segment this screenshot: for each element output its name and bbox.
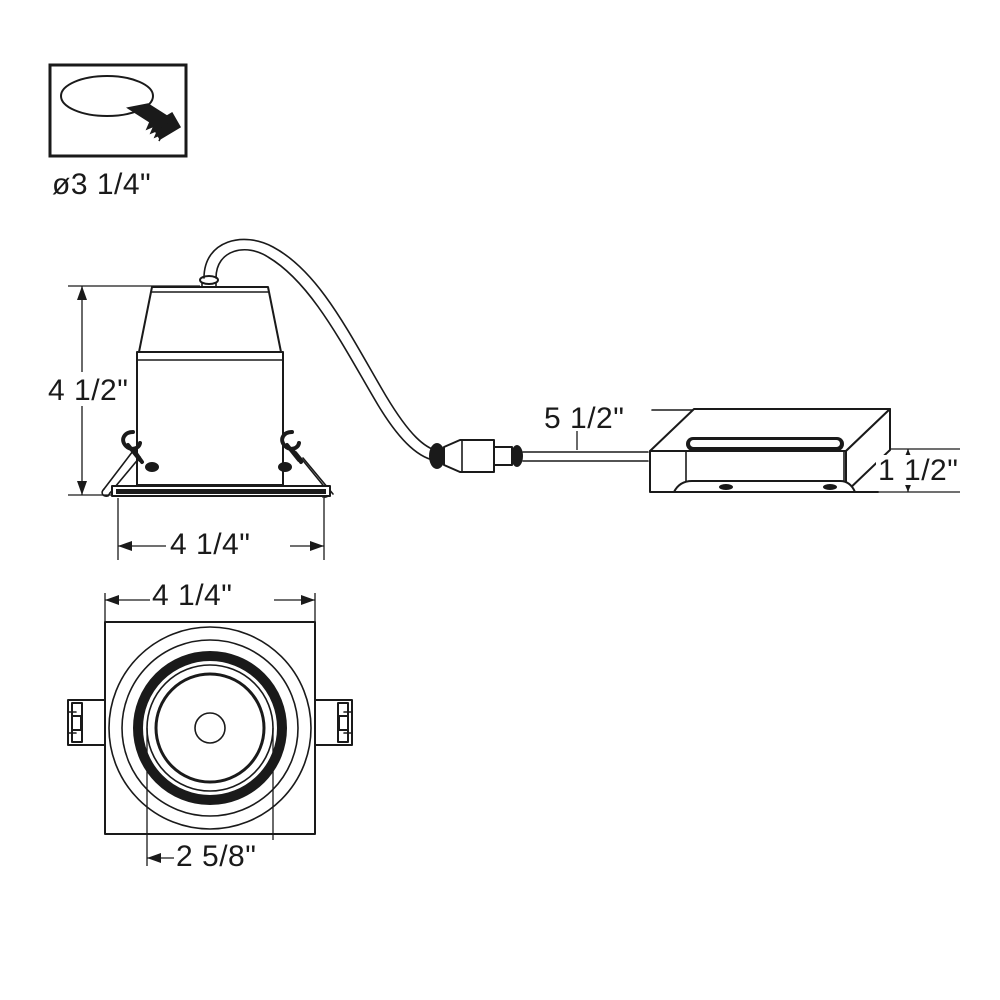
plan-view-group: 4 1/4" — [67, 579, 353, 873]
spring-clip-left-tip — [101, 488, 111, 497]
spring-clip-right-loop — [280, 430, 301, 451]
fixture-elevation-group: 4 1/2" — [46, 275, 334, 561]
plan-ring-outer-1 — [108, 626, 312, 830]
plan-tab-right-center — [338, 715, 349, 731]
aperture-diameter-label: ø3 1/4" — [52, 168, 151, 201]
quick-connector-end-bead — [511, 445, 523, 467]
plan-dim-arrow-left — [105, 595, 119, 605]
plan-width-label-backdrop — [150, 580, 274, 612]
cable-inner-edge — [215, 249, 439, 462]
driver-box-height-label: 1 1/2" — [878, 454, 958, 487]
driver-box-mount-hole-right — [823, 484, 837, 490]
spring-clip-right — [280, 430, 334, 498]
driver-box-group: 5 1/2" — [544, 402, 996, 493]
spring-clip-left — [101, 430, 144, 497]
dim-arrow-height-down — [77, 481, 87, 495]
driver-box-right-face — [845, 408, 891, 493]
dim-arrow-width-right — [310, 541, 324, 551]
trim-flange-shadow — [116, 489, 326, 494]
key-tip-groove-1 — [156, 119, 176, 132]
plan-dim-arrow-aperture-left — [147, 853, 161, 863]
dim-arrow-height-up — [77, 286, 87, 300]
quick-connector-body — [443, 439, 495, 473]
plan-ring-inner-2 — [154, 672, 266, 784]
cable-outer-edge — [203, 238, 439, 452]
width-label-backdrop — [166, 528, 290, 560]
housing-rivet-left — [145, 462, 159, 472]
housing-cone — [138, 286, 282, 353]
aperture-callout-group: ø3 1/4" — [48, 63, 188, 201]
housing-body — [136, 351, 284, 486]
spring-clip-left-loop — [121, 430, 142, 451]
key-bow-ellipse — [60, 75, 154, 117]
spring-clip-left-bend2 — [133, 450, 144, 464]
spring-clip-right-arm-outer — [295, 451, 328, 491]
driver-height-label-backdrop — [876, 455, 996, 485]
plan-ring-heavy — [133, 651, 287, 805]
housing-rivet-right — [278, 462, 292, 472]
plan-aperture-width-label: 2 5/8" — [176, 840, 256, 873]
quick-connector-collar — [493, 446, 513, 466]
plan-tab-left — [67, 699, 106, 746]
plan-ring-outer-2 — [121, 639, 299, 817]
spring-clip-right-bend2 — [292, 450, 303, 464]
plan-center-hole — [194, 712, 226, 744]
key-icon-frame — [48, 63, 188, 158]
driver-box-vent-slot-inner — [690, 440, 840, 447]
elevation-width-label: 4 1/4" — [170, 528, 250, 561]
key-tip-groove-2 — [160, 125, 179, 138]
plan-tab-left-center — [71, 715, 82, 731]
plan-trim-width-label: 4 1/4" — [152, 579, 232, 612]
cable-strain-relief-bead — [429, 443, 445, 469]
power-cable-group — [203, 238, 649, 473]
dim-arrow-width-left — [118, 541, 132, 551]
plan-aperture-label-backdrop — [174, 840, 294, 872]
plan-tab-right — [314, 699, 353, 746]
elevation-height-label: 4 1/2" — [48, 374, 128, 407]
driver-box-mount-hole-left — [719, 484, 733, 490]
driver-box-base-flange — [673, 480, 856, 493]
driver-lead-length-label: 5 1/2" — [544, 402, 624, 435]
plan-dim-arrow-right — [301, 595, 315, 605]
spring-clip-left-arm-outer — [103, 450, 134, 490]
